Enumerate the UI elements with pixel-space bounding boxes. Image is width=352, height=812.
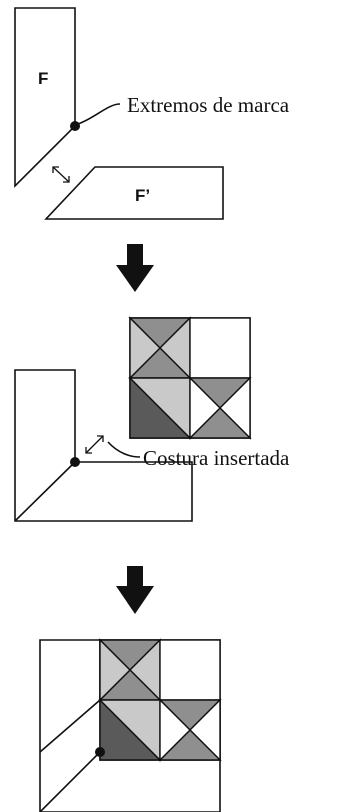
double-arrow-icon <box>85 435 104 454</box>
down-arrow-icon <box>116 244 154 292</box>
quilt-block-inset <box>98 638 222 762</box>
seam-dot <box>70 457 80 467</box>
piece-f-prime <box>44 166 224 220</box>
seam-callout: Costura insertada <box>143 446 290 470</box>
mark-end-callout: Extremos de marca <box>127 93 290 117</box>
step-1: F F’ Extremos de marca <box>14 7 290 220</box>
piece-f-prime-label: F’ <box>135 186 150 205</box>
piece-f <box>14 7 76 188</box>
seam-leader-line <box>107 441 141 458</box>
down-arrow-icon <box>116 566 154 614</box>
mark-end-leader-line <box>77 103 121 125</box>
step-3 <box>39 638 222 812</box>
assembled-seam <box>39 751 101 812</box>
joined-seam <box>14 461 76 522</box>
piece-f-label: F <box>38 69 48 88</box>
double-arrow-icon <box>52 166 70 183</box>
quilt-block <box>128 316 252 440</box>
assembled-dot <box>95 747 105 757</box>
step-2: Costura insertada <box>14 316 290 522</box>
mark-end-dot <box>70 121 80 131</box>
